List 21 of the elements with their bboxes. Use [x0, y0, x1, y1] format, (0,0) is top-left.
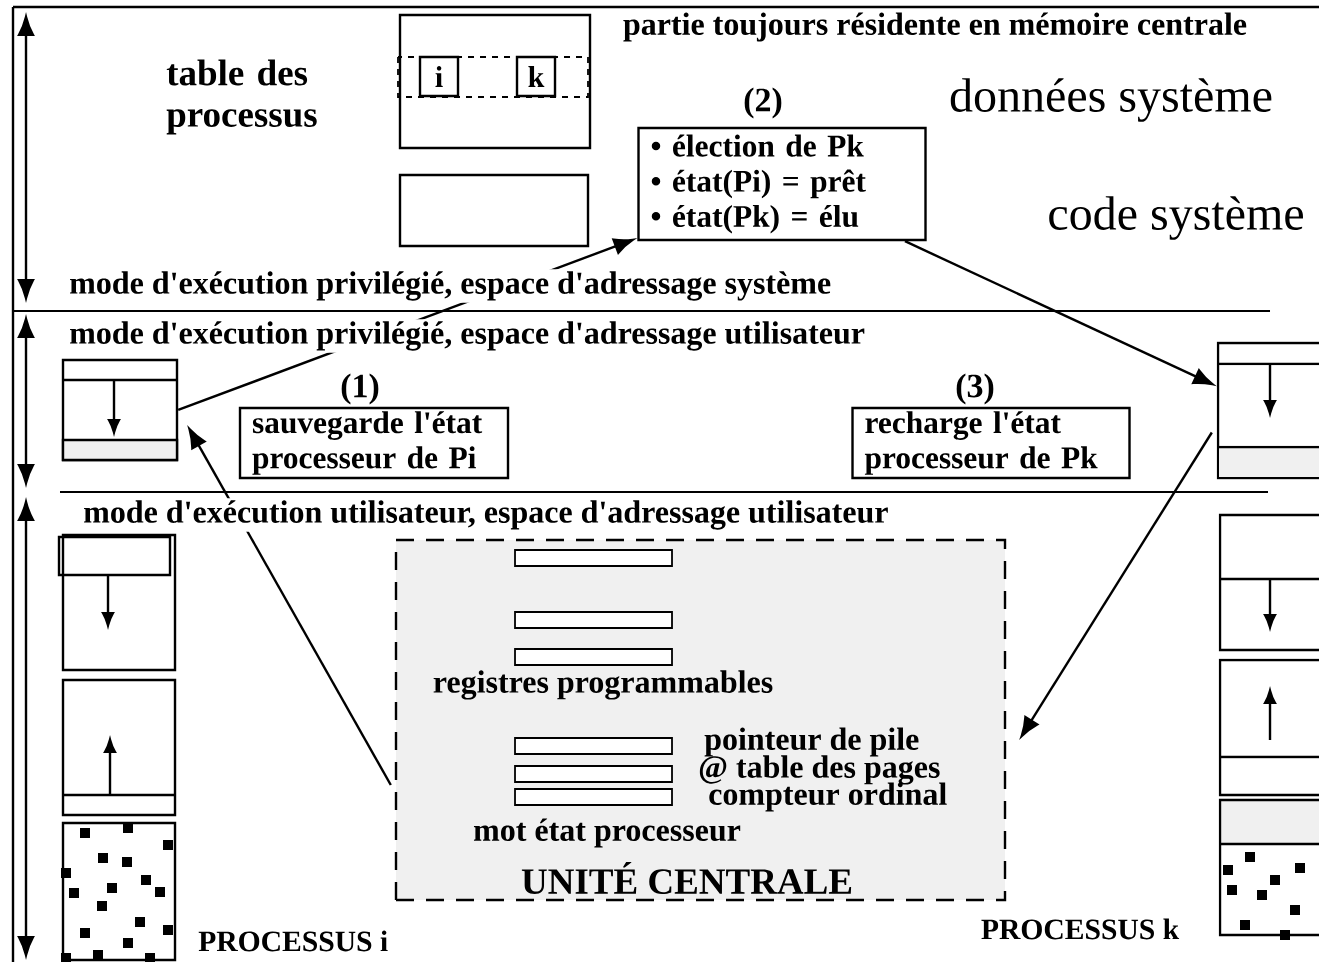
register-label: registres programmables — [433, 670, 773, 700]
region-label: données système — [947, 76, 1275, 124]
heading: partie toujours résidente en mémoire centrale — [620, 10, 1250, 44]
mode-label: mode d'exécution utilisateur, espace d'adressage utilisateur — [81, 498, 891, 532]
register-label: mot état processeur — [473, 818, 741, 848]
stack-drawing — [61, 358, 179, 462]
process-label: PROCESSUS k — [978, 916, 1182, 942]
table-entry-box: i — [418, 55, 460, 98]
process-table-box — [397, 13, 592, 150]
unit-title: UNITÉ CENTRALE — [521, 861, 852, 895]
arrow — [904, 240, 1214, 386]
step-number: (2) — [744, 87, 782, 119]
region-label: code système — [1045, 194, 1307, 242]
stack-drawing — [1216, 341, 1319, 480]
process-label: PROCESSUS i — [196, 928, 391, 954]
empty-box — [398, 173, 590, 248]
table-entry-box: k — [515, 55, 557, 98]
step-box: • élection de Pk • état(Pi) = prêt • état(Pk) = élu — [637, 126, 927, 242]
table-caption: table des processus — [166, 59, 317, 135]
step-number: (3) — [956, 373, 994, 405]
step-box: recharge l'état processeur de Pk — [851, 406, 1131, 480]
